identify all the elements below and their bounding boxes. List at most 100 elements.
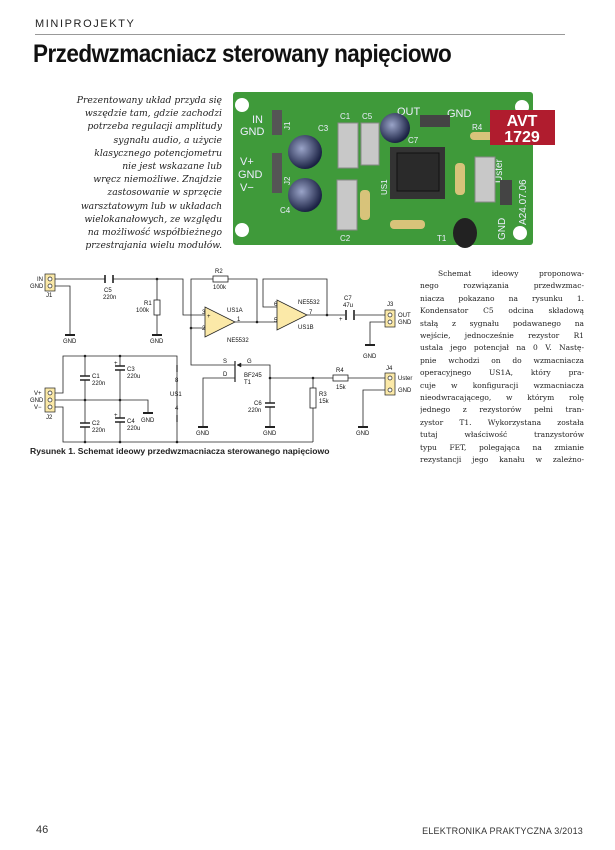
journal-name: ELEKTRONIKA PRAKTYCZNA 3/2013 [422,826,583,836]
body-line: Schemat ideowy proponowa- [438,269,584,278]
svg-text:+: + [114,361,118,367]
svg-text:220u: 220u [127,426,140,432]
svg-text:GND: GND [150,339,164,345]
svg-text:J2: J2 [46,415,53,421]
svg-text:C6: C6 [254,401,262,407]
intro-lead: Prezentowany układ przyda się wszędzie t… [30,94,222,252]
body-line: nego rozwiązania przedwzmac- [420,281,584,291]
avt-badge: AVT 1729 [490,110,555,146]
body-line: cuje w konfiguracji wzmacniacza [420,380,584,390]
svg-text:R4: R4 [336,368,344,374]
svg-text:C7: C7 [344,296,352,302]
wires [55,278,385,443]
svg-text:C5: C5 [362,112,373,121]
body-line: pnie wchodzi on do wzmacniacza [420,355,584,365]
intro-line: sygnału audio, a użycie [113,134,222,146]
opamp-us1a [204,306,236,338]
svg-text:GND: GND [141,418,155,424]
svg-text:Uster: Uster [398,376,412,382]
page-title: Przedwzmacniacz sterowany napięciowo [33,40,452,68]
svg-text:OUT: OUT [397,106,421,118]
pcb-photo: IN GND V+ GND V− OUT GND C1 C5 C3 C7 R4 … [233,92,555,248]
svg-text:2: 2 [202,326,206,332]
intro-line: wielokanałowych, ze względu [84,213,222,225]
gnd-symbols [65,334,375,428]
svg-text:Uster: Uster [494,158,505,183]
svg-text:220n: 220n [248,408,261,414]
svg-text:7: 7 [309,310,313,316]
svg-text:220u: 220u [127,374,140,380]
svg-text:J3: J3 [387,302,394,308]
svg-text:J4: J4 [386,366,393,372]
intro-line: wszędzie tam, gdzie zachodzi [84,108,222,120]
svg-text:GND: GND [363,354,377,360]
intro-line: warsztatowym lub w układach [80,200,222,212]
svg-text:IN: IN [37,277,43,283]
section-label: MINIPROJEKTY [35,18,136,30]
svg-text:V+: V+ [34,391,42,397]
svg-text:GND: GND [30,398,44,404]
capacitors [80,275,355,428]
svg-text:5: 5 [274,318,278,324]
svg-text:GND: GND [398,388,412,394]
body-line: Kondensator C5 odcina składową [420,306,584,316]
body-line: rezystancji jego kanału w zależno- [420,455,584,465]
svg-text:C2: C2 [340,234,351,243]
intro-line: zastosowanie w sprzęcie [107,187,222,199]
svg-text:GND: GND [238,169,263,181]
svg-text:GND: GND [263,431,277,437]
svg-text:T1: T1 [244,380,252,386]
svg-text:GND: GND [497,218,508,240]
svg-text:C4: C4 [280,206,291,215]
svg-text:OUT: OUT [398,313,411,319]
svg-text:C5: C5 [104,288,112,294]
svg-text:C4: C4 [127,419,135,425]
svg-text:GND: GND [30,284,44,290]
body-line: zystor T1. Wykorzystana została [420,417,584,427]
svg-text:R3: R3 [319,392,327,398]
svg-text:1729: 1729 [504,129,540,146]
body-line: jednego z rezystorów pełni tran- [420,405,584,415]
components [272,110,512,248]
intro-line: klasycznego potencjometru [94,147,222,159]
body-line: tutaj właściwość tranzystorów [420,430,584,440]
connector-j2 [44,387,56,413]
svg-text:US1: US1 [170,392,182,398]
svg-text:NE5532: NE5532 [298,300,320,306]
svg-text:+: + [114,413,118,419]
intro-line: na możliwość współbieżnego [87,227,222,239]
svg-text:AVT: AVT [507,113,538,130]
svg-text:T1: T1 [437,234,447,243]
svg-text:15k: 15k [319,399,330,405]
svg-text:GND: GND [63,339,77,345]
svg-text:6: 6 [274,302,278,308]
svg-text:US1A: US1A [227,308,243,314]
svg-text:220n: 220n [92,428,105,434]
svg-text:GND: GND [240,126,265,138]
svg-text:US1B: US1B [298,325,314,331]
svg-text:C1: C1 [92,374,100,380]
jfet-t1 [234,361,242,382]
silkscreen: IN GND V+ GND V− OUT GND C1 C5 C3 C7 R4 … [238,106,529,243]
svg-text:47u: 47u [343,303,353,309]
svg-text:G: G [247,359,252,365]
svg-text:R2: R2 [215,269,223,275]
header-divider [35,34,565,35]
body-line: operacyjnego US1A, który pra- [420,368,584,378]
svg-text:C1: C1 [340,112,351,121]
svg-text:+: + [207,314,211,320]
connector-j4 [384,372,396,396]
svg-text:GND: GND [356,431,370,437]
svg-text:V+: V+ [240,156,254,168]
body-text: Schemat ideowy proponowa- nego rozwiązan… [420,268,584,467]
svg-text:15k: 15k [336,385,347,391]
svg-text:S: S [223,359,227,365]
intro-line: nie jest wskazane lub [122,161,222,173]
svg-text:C2: C2 [92,421,100,427]
svg-text:V−: V− [240,182,254,194]
schematic-diagram: IN GND J1 C5 220n R1 100k R2 100k 3 2 + … [30,269,412,444]
intro-line: potrzeba regulacji amplitudy [87,121,222,133]
svg-text:US1: US1 [380,179,389,195]
svg-text:4: 4 [175,406,179,412]
resistors [153,275,349,409]
